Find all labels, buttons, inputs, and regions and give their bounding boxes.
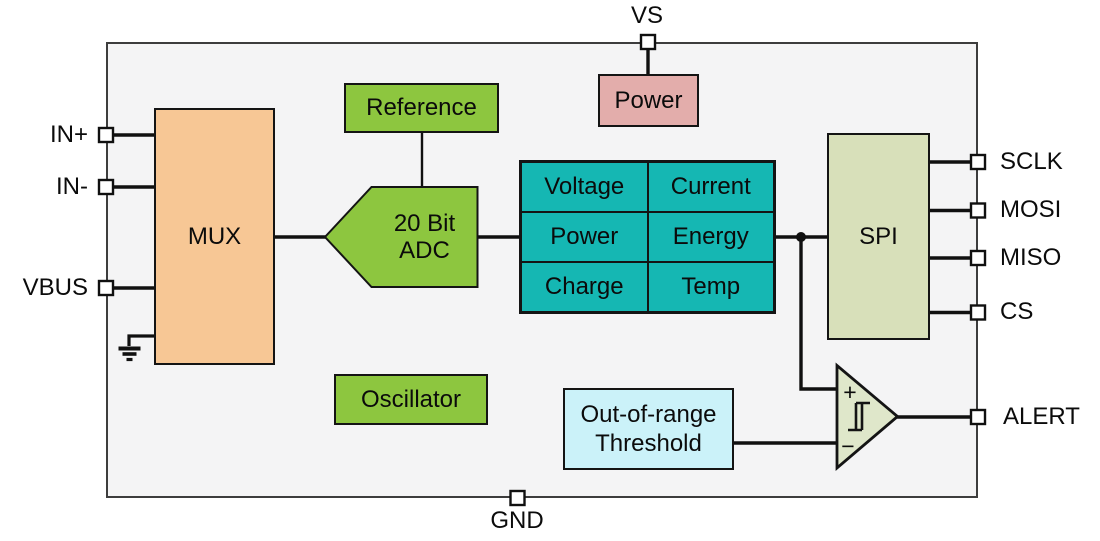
register-cell-charge: Charge: [521, 262, 648, 312]
pin-label-vs: VS: [630, 2, 663, 29]
adc-block: 20 Bit ADC: [371, 187, 478, 287]
comparator-symbol: [835, 362, 900, 472]
mux-block: MUX: [154, 108, 275, 365]
threshold-label-line2: Threshold: [595, 430, 702, 457]
pin-miso: [969, 249, 987, 267]
comparator-plus-label: +: [843, 379, 856, 405]
registers-table: Voltage Current Power Energy Charge Temp: [519, 160, 776, 314]
spi-label: SPI: [859, 222, 898, 250]
hysteresis-icon: [848, 401, 870, 432]
pin-vbus: [97, 279, 115, 297]
pin-in-minus: [97, 178, 115, 196]
pin-squares: [97, 33, 987, 507]
threshold-label-line1: Out-of-range: [580, 401, 717, 428]
register-cell-temp: Temp: [647, 262, 774, 312]
pin-sclk: [969, 153, 987, 171]
pin-label-in-minus: IN-: [56, 173, 88, 200]
adc-label-line1: 20 Bit: [393, 210, 456, 237]
pin-label-sclk: SCLK: [1000, 148, 1063, 175]
pin-label-in-plus: IN+: [49, 121, 88, 148]
pin-label-cs: CS: [1000, 298, 1034, 325]
reference-label: Reference: [366, 94, 477, 121]
adc-label-line2: ADC: [399, 237, 450, 264]
pin-mosi: [969, 202, 987, 219]
wire-branch-to-comparator-plus: [799, 237, 839, 391]
oscillator-block: Oscillator: [334, 374, 488, 425]
junction-dot: [796, 232, 806, 242]
oscillator-label: Oscillator: [360, 385, 462, 413]
pin-vs: [639, 33, 657, 51]
pin-cs: [969, 304, 987, 321]
mux-label: MUX: [187, 222, 242, 250]
pin-in-plus: [97, 126, 115, 144]
power-block: Power: [598, 74, 699, 127]
register-cell-power: Power: [521, 212, 648, 262]
spi-block: SPI: [827, 133, 930, 340]
threshold-block: Out-of-range Threshold: [563, 388, 734, 470]
comparator-minus-label: −: [841, 433, 854, 459]
register-cell-voltage: Voltage: [521, 162, 648, 212]
ground-icon: [118, 334, 156, 362]
pin-label-miso: MISO: [1000, 244, 1062, 271]
pin-label-gnd: GND: [490, 507, 544, 534]
register-cell-energy: Energy: [647, 212, 774, 262]
adc-block-shape: [323, 186, 479, 288]
reference-block: Reference: [344, 83, 499, 133]
pin-alert: [969, 408, 987, 426]
wires: [113, 48, 971, 445]
pin-label-mosi: MOSI: [1000, 196, 1062, 223]
pin-gnd: [509, 489, 526, 507]
power-label: Power: [614, 86, 683, 114]
pin-label-vbus: VBUS: [22, 274, 88, 301]
pin-label-alert: ALERT: [1003, 403, 1080, 430]
register-cell-current: Current: [647, 162, 774, 212]
